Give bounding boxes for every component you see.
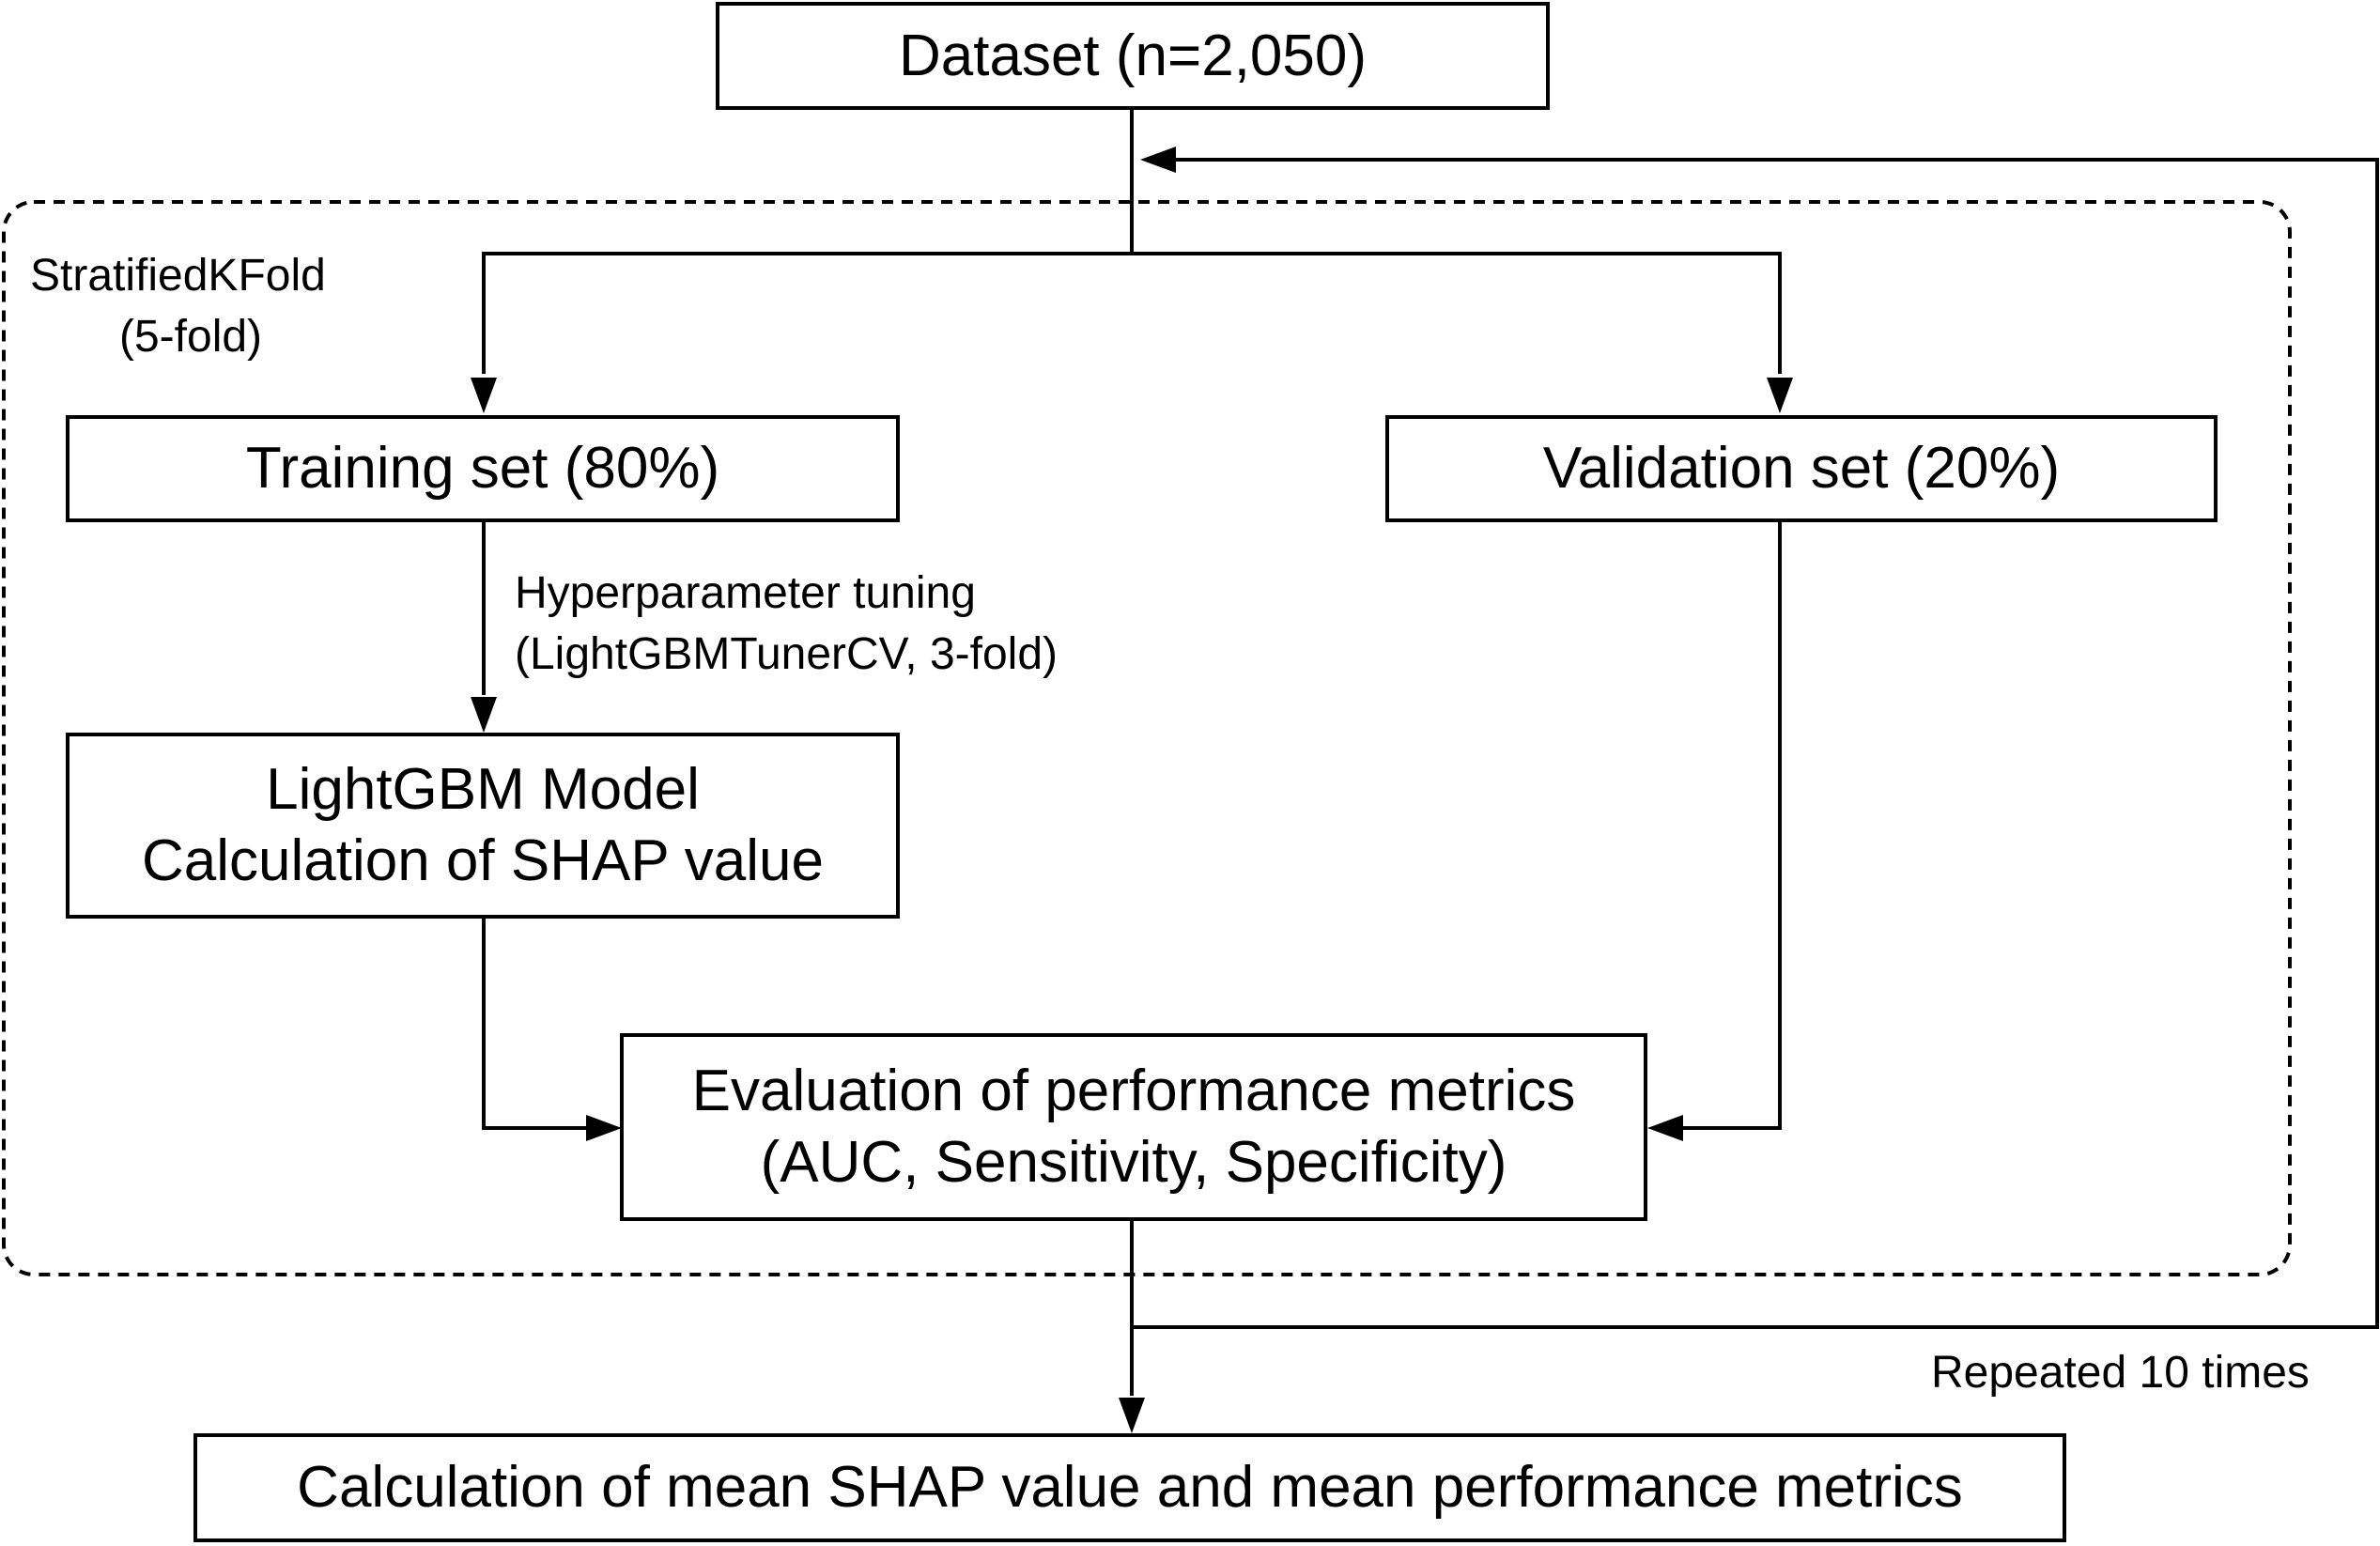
dataset-box: Dataset (n=2,050) xyxy=(716,2,1550,110)
repeat-label: Repeated 10 times xyxy=(1931,1348,2310,1398)
final-calculation-box: Calculation of mean SHAP value and mean … xyxy=(193,1433,2066,1542)
validation-set-label: Validation set (20%) xyxy=(1542,436,2061,502)
training-set-label: Training set (80%) xyxy=(245,436,720,502)
cross-validation-group xyxy=(2,200,2292,1276)
repeat-loop-arrow xyxy=(1132,147,2379,1329)
dataset-label: Dataset (n=2,050) xyxy=(898,23,1368,88)
model-label-line2: Calculation of SHAP value xyxy=(141,828,825,893)
tuning-label-line1: Hyperparameter tuning xyxy=(515,568,976,618)
final-calculation-label: Calculation of mean SHAP value and mean … xyxy=(297,1455,1963,1521)
arrow-to-final xyxy=(1119,1221,1145,1433)
arrow-to-training xyxy=(471,254,497,413)
arrow-to-validation xyxy=(1767,254,1793,413)
evaluation-label-line1: Evaluation of performance metrics xyxy=(691,1059,1576,1124)
cv-group-label-line1: StratifiedKFold xyxy=(30,251,326,301)
tuning-label: Hyperparameter tuning (LightGBMTunerCV, … xyxy=(515,564,1058,686)
lightgbm-model-box: LightGBM Model Calculation of SHAP value xyxy=(66,733,900,919)
tuning-label-line2: (LightGBMTunerCV, 3-fold) xyxy=(515,628,1059,679)
validation-set-box: Validation set (20%) xyxy=(1385,415,2218,522)
arrow-validation-to-evaluation xyxy=(1647,522,1782,1141)
training-set-box: Training set (80%) xyxy=(66,415,900,522)
arrow-to-model xyxy=(471,522,497,733)
evaluation-label-line2: (AUC, Sensitivity, Specificity) xyxy=(760,1130,1507,1195)
evaluation-box: Evaluation of performance metrics (AUC, … xyxy=(620,1033,1647,1221)
cv-group-label: StratifiedKFold (5-fold) xyxy=(30,246,326,368)
model-label-line1: LightGBM Model xyxy=(266,757,700,823)
arrow-model-to-evaluation xyxy=(482,919,622,1141)
cv-group-label-line2: (5-fold) xyxy=(119,311,263,362)
